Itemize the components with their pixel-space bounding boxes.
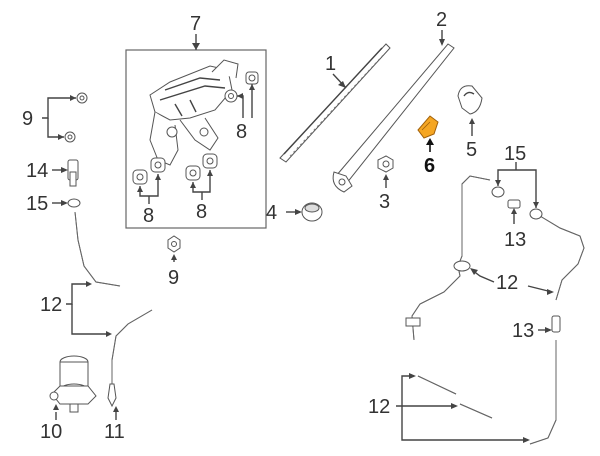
callout-8-upper: 8: [236, 121, 247, 143]
connector-11: [107, 383, 119, 420]
highlighted-cap-part: [417, 115, 439, 152]
clip-15-left: [52, 198, 81, 208]
hose-left-lower: [111, 309, 153, 384]
callout-9-center: 9: [168, 267, 179, 289]
wiper-motor: [149, 59, 239, 166]
callout-7: 7: [190, 13, 201, 35]
connector-14: [52, 159, 79, 187]
hose-left-upper: [74, 211, 121, 287]
callout-6: 6: [424, 155, 435, 177]
callout-9-left: 9: [22, 108, 33, 130]
callout-1: 1: [325, 53, 336, 75]
hose-short-b: [459, 403, 493, 419]
hose-right-lower: [529, 340, 557, 445]
callout-10: 10: [40, 421, 62, 443]
hose-right-main: [405, 175, 491, 341]
wiper-blade: [279, 43, 391, 163]
callout-14: 14: [26, 160, 48, 182]
clip-15-right-b: [529, 208, 543, 220]
callout-12-left: 12: [40, 294, 62, 316]
callout-15-left: 15: [26, 193, 48, 215]
callout-5: 5: [466, 139, 477, 161]
clip-15-right-a: [491, 186, 505, 198]
grommet-lower-left-a: [132, 169, 148, 185]
callout-15-right: 15: [504, 143, 526, 165]
callout-13-upper: 13: [504, 229, 526, 251]
motor-assembly-group: [125, 34, 267, 229]
callout-8-lower-right: 8: [196, 201, 207, 223]
nut-9-center: [167, 235, 181, 262]
grommet-upper: [245, 71, 259, 85]
connector-13-lower: [538, 315, 561, 333]
nut-9-lower: [64, 131, 76, 143]
grommet-lower-right-a: [185, 165, 201, 181]
grommet-mid: [224, 89, 238, 103]
callout-13-lower: 13: [512, 320, 534, 342]
arm-nut: [377, 155, 394, 188]
nut-9-upper: [76, 92, 88, 104]
connector-13-upper: [507, 199, 521, 224]
hose-right-second: [539, 215, 585, 301]
callout-12-right: 12: [496, 272, 518, 294]
hose-short-a: [417, 375, 457, 395]
callout-12-bottom: 12: [368, 396, 390, 418]
callout-11: 11: [104, 421, 125, 443]
callout-8-lower-left: 8: [143, 205, 154, 227]
wiper-arm: [332, 30, 455, 193]
grommet-lower-right-b: [202, 153, 218, 169]
pivot-cap: [286, 202, 323, 222]
grommet-lower-left-b: [150, 157, 166, 173]
callout-3: 3: [379, 191, 390, 213]
callout-2: 2: [436, 9, 447, 31]
arm-cover: [457, 85, 483, 136]
callout-4: 4: [266, 202, 277, 224]
washer-pump: [49, 355, 97, 420]
